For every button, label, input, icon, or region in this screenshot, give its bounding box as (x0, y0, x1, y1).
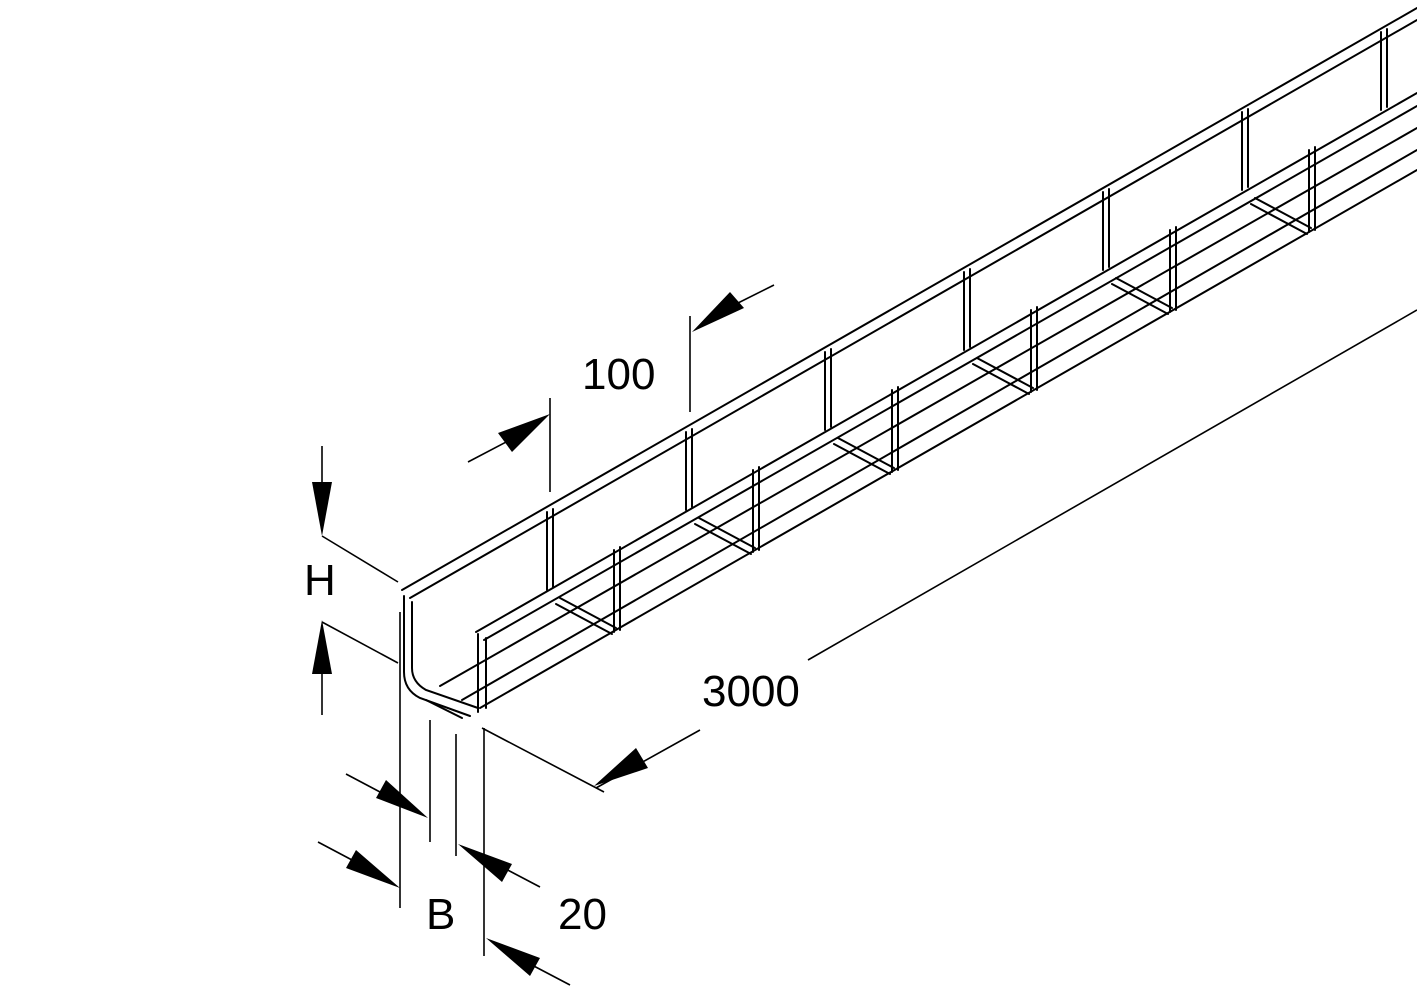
cross-wire (1254, 197, 1312, 229)
cross-wire (833, 443, 891, 475)
cross-wire (1115, 277, 1173, 309)
cross-wire (559, 597, 617, 629)
arrow-b-left (346, 850, 400, 888)
height-dimension-label: H (304, 556, 336, 605)
cross-wire (555, 603, 613, 635)
edge-dimension-label: 20 (558, 890, 607, 939)
cross-wire (694, 523, 752, 555)
arrow-b-inner (376, 780, 428, 818)
dimension-lines (317, 284, 1417, 986)
tray-wires (401, 7, 1417, 719)
tray-posts (546, 28, 1388, 635)
length-dimension-label: 3000 (702, 667, 800, 716)
arrow-3000 (594, 748, 648, 786)
cross-wire (972, 363, 1030, 395)
cross-wire (976, 357, 1034, 389)
arrow-100-right (692, 292, 744, 332)
cross-wire (1250, 203, 1308, 235)
arrow-20-inner (458, 844, 512, 882)
spacing-dimension-label: 100 (582, 350, 655, 399)
arrow-h-bottom (312, 620, 332, 674)
cross-wire (1111, 283, 1169, 315)
arrow-h-top (312, 482, 332, 536)
arrow-20-outer (486, 938, 540, 976)
dimension-arrows (312, 292, 744, 976)
cross-wire (698, 517, 756, 549)
width-dimension-label: B (426, 890, 455, 939)
arrow-100-left (498, 414, 550, 452)
cross-wire (837, 437, 895, 469)
